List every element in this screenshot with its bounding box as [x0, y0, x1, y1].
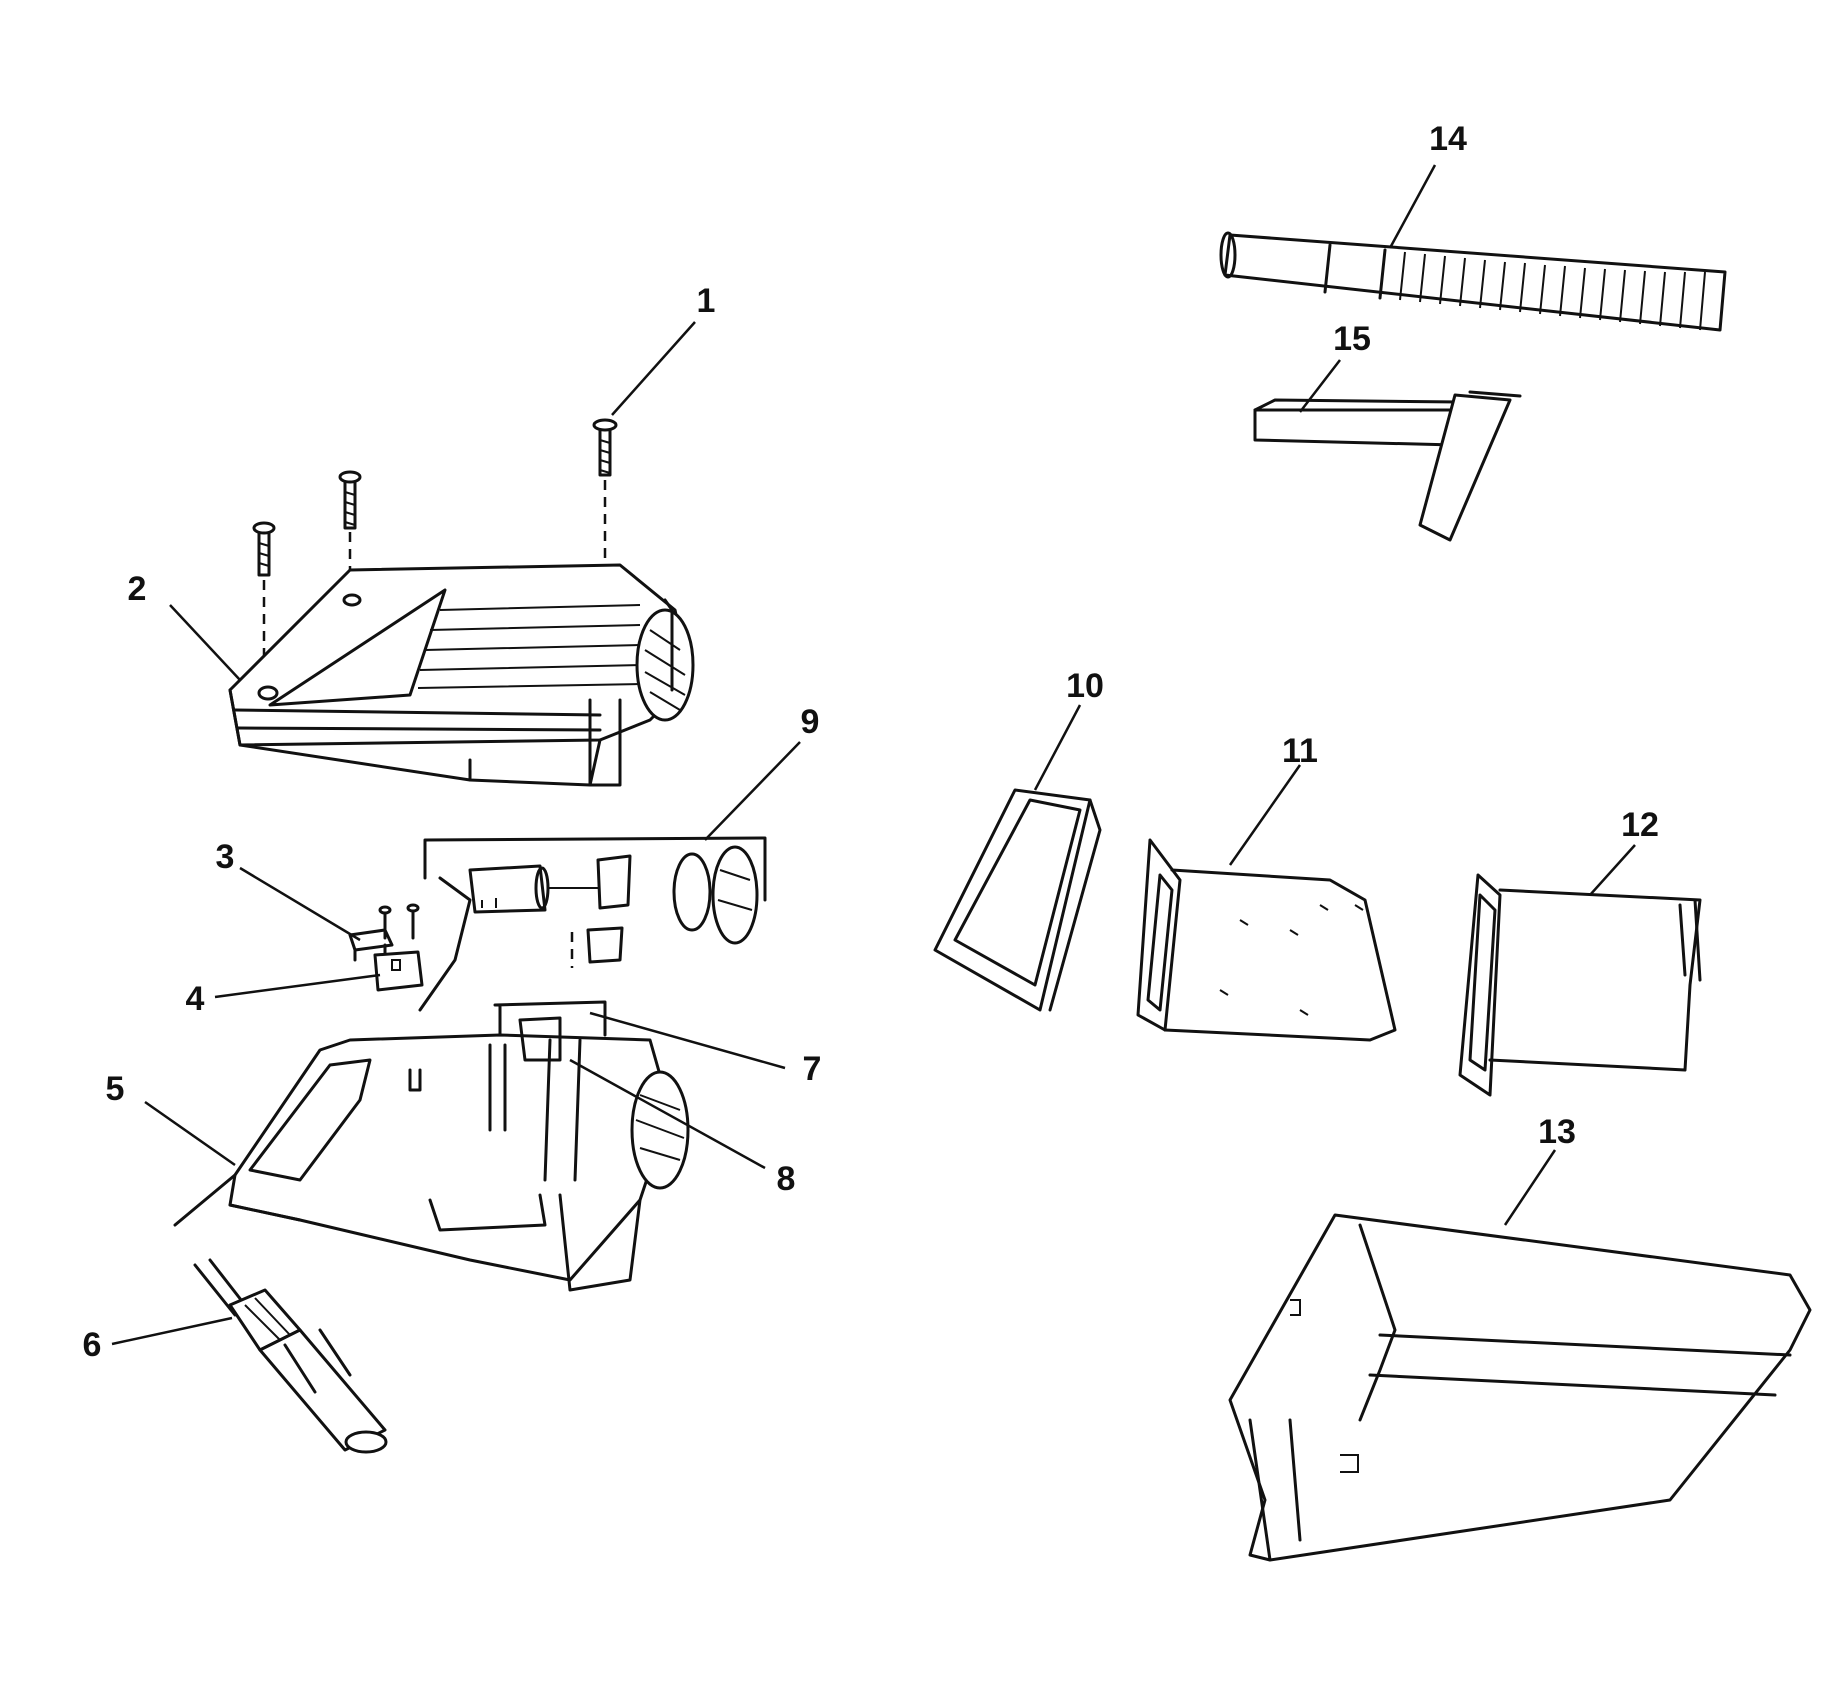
- callout-10: 10: [1066, 667, 1104, 705]
- callout-15: 15: [1333, 320, 1371, 358]
- part-13-dust-cup: [1228, 1213, 1812, 1562]
- callout-7: 7: [803, 1050, 822, 1088]
- screw: [592, 418, 618, 477]
- callout-6: 6: [83, 1326, 102, 1364]
- part-15-crevice-tool: [1253, 390, 1522, 542]
- screw: [252, 521, 276, 577]
- callout-3: 3: [216, 838, 235, 876]
- part-1-screws: [252, 418, 618, 660]
- callout-13: 13: [1538, 1113, 1576, 1151]
- callout-1: 1: [697, 282, 716, 320]
- callout-14: 14: [1429, 120, 1467, 158]
- part-4-bracket: [373, 950, 424, 992]
- part-9-motor-assembly: [418, 836, 767, 1012]
- part-12-filter-frame: [1458, 873, 1702, 1097]
- screw: [338, 470, 362, 530]
- callout-2: 2: [128, 570, 147, 608]
- callout-8: 8: [777, 1160, 796, 1198]
- part-11-filter-bag: [1136, 838, 1397, 1042]
- leader-lines: [111, 164, 1636, 1346]
- callout-11: 11: [1282, 732, 1318, 770]
- part-6-plug: [193, 1258, 388, 1454]
- callout-5: 5: [106, 1070, 125, 1108]
- bottom-housing: [173, 1000, 690, 1292]
- callout-9: 9: [801, 703, 820, 741]
- part-2-top-housing: [228, 563, 695, 787]
- part-10-frame: [933, 788, 1102, 1012]
- callout-4: 4: [186, 980, 205, 1018]
- callout-labels: 1 2 3 4 5 6 7 8 9 10 11 12 13 14 15: [83, 120, 1659, 1364]
- part-14-hose: [1219, 231, 1727, 332]
- callout-12: 12: [1621, 806, 1659, 844]
